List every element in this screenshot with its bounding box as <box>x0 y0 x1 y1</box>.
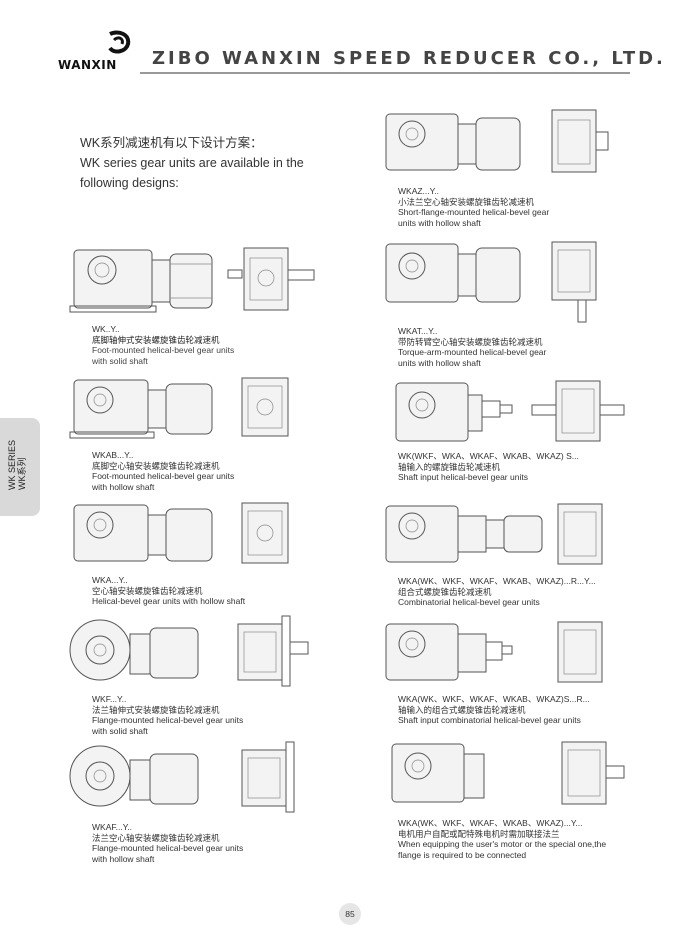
item-desc-en-2: with solid shaft <box>92 725 148 736</box>
intro-en: WK series gear units are available in th… <box>80 156 304 190</box>
item-desc-en-2: flange is required to be connected <box>398 849 527 860</box>
design-item-wk-y: WK..Y.. 底脚轴伸式安装螺旋锥齿轮减速机 Foot-mounted hel… <box>68 240 328 366</box>
item-name-zh: 法兰轴伸式安装螺旋锥齿轮减速机 <box>92 704 220 715</box>
design-item-wk-s: WK(WKF、WKA、WKAF、WKAB、WKAZ) S... 轴输入的螺旋锥齿… <box>382 375 632 483</box>
item-name-zh: 轴输入的组合式螺旋锥齿轮减速机 <box>398 704 526 715</box>
gear-unit-drawing-icon <box>385 621 603 683</box>
item-desc-en: Flange-mounted helical-bevel gear units <box>92 843 244 853</box>
gear-unit-drawing-icon <box>69 615 309 687</box>
item-code: WKA(WK、WKF、WKAF、WKAB、WKAZ)...R...Y... <box>398 576 596 586</box>
gear-unit-drawing-icon <box>69 247 315 313</box>
item-desc-en: Foot-mounted helical-bevel gear units <box>92 345 235 355</box>
item-code: WKA...Y.. <box>92 575 128 585</box>
gear-unit-drawing-icon <box>69 741 295 813</box>
design-item-wkaz-y: WKAZ...Y.. 小法兰空心轴安装螺旋锥齿轮减速机 Short-flange… <box>382 106 622 228</box>
design-item-wkab-y: WKAB...Y.. 底脚空心轴安装螺旋锥齿轮减速机 Foot-mounted … <box>68 372 328 492</box>
gear-unit-drawing-icon <box>395 380 625 442</box>
item-desc-en: When equipping the user's motor or the s… <box>398 839 607 849</box>
item-code: WK..Y.. <box>92 324 120 334</box>
item-desc-en: Foot-mounted helical-bevel gear units <box>92 471 235 481</box>
logo-mark-icon <box>108 30 131 54</box>
item-desc-en: Shaft input combinatorial helical-bevel … <box>398 715 581 725</box>
item-code: WKAF...Y.. <box>92 822 132 832</box>
company-logo: WANXIN <box>58 30 142 80</box>
item-desc-en: Torque-arm-mounted helical-bevel gear <box>398 347 547 357</box>
item-desc-en-2: with hollow shaft <box>92 481 155 492</box>
gear-unit-drawing-icon <box>385 241 597 323</box>
design-item-wka-s-r: WKA(WK、WKF、WKAF、WKAB、WKAZ)S...R... 轴输入的组… <box>382 616 622 726</box>
company-name: ZIBO WANXIN SPEED REDUCER CO., LTD. <box>152 48 666 69</box>
item-desc-en: Shaft input helical-bevel gear units <box>398 472 528 482</box>
item-desc-en: Combinatorial helical-bevel gear units <box>398 597 540 607</box>
design-item-wka-y: WKA...Y.. 空心轴安装螺旋锥齿轮减速机 Helical-bevel ge… <box>68 497 328 607</box>
intro-text: WK系列减速机有以下设计方案： WK series gear units are… <box>80 133 340 193</box>
item-name-zh: 法兰空心轴安装螺旋锥齿轮减速机 <box>92 832 220 843</box>
gear-unit-drawing-icon <box>391 741 625 805</box>
item-code: WKAZ...Y.. <box>398 186 439 196</box>
item-desc-en-2: units with hollow shaft <box>398 217 481 228</box>
design-item-wkf-y: WKF...Y.. 法兰轴伸式安装螺旋锥齿轮减速机 Flange-mounted… <box>68 612 328 736</box>
gear-unit-drawing-icon <box>385 109 609 173</box>
page-header: WANXIN ZIBO WANXIN SPEED REDUCER CO., LT… <box>0 0 700 90</box>
gear-unit-drawing-icon <box>73 502 289 564</box>
item-code: WKA(WK、WKF、WKAF、WKAB、WKAZ)S...R... <box>398 694 590 704</box>
item-name-zh: 空心轴安装螺旋锥齿轮减速机 <box>92 585 203 596</box>
design-item-wka-flange-y: WKA(WK、WKF、WKAF、WKAB、WKAZ)...Y... 电机用户自配… <box>382 738 632 860</box>
series-side-tab <box>0 418 40 516</box>
item-desc-en: Helical-bevel gear units with hollow sha… <box>92 596 246 606</box>
item-name-zh: 电机用户自配或配特殊电机时需加联接法兰 <box>398 828 560 839</box>
intro-zh: WK系列减速机有以下设计方案： <box>80 136 263 150</box>
item-desc-en-2: with solid shaft <box>92 355 148 366</box>
item-name-zh: 带防转臂空心轴安装螺旋锥齿轮减速机 <box>398 336 543 347</box>
design-item-wkaf-y: WKAF...Y.. 法兰空心轴安装螺旋锥齿轮减速机 Flange-mounte… <box>68 738 328 864</box>
gear-unit-drawing-icon <box>69 377 289 439</box>
item-desc-en-2: with hollow shaft <box>92 853 155 864</box>
gear-unit-drawing-icon <box>385 503 603 565</box>
series-side-tab-label: WK SERIES WK系列 <box>7 439 27 490</box>
item-code: WK(WKF、WKA、WKAF、WKAB、WKAZ) S... <box>398 451 579 461</box>
item-desc-en: Short-flange-mounted helical-bevel gear <box>398 207 550 217</box>
item-name-zh: 底脚轴伸式安装螺旋锥齿轮减速机 <box>92 334 220 345</box>
item-name-zh: 小法兰空心轴安装螺旋锥齿轮减速机 <box>398 196 535 207</box>
item-desc-en-2: units with hollow shaft <box>398 357 481 368</box>
page-number: 85 <box>339 903 361 925</box>
item-name-zh: 组合式螺旋锥齿轮减速机 <box>398 586 492 597</box>
item-code: WKAB...Y.. <box>92 450 134 460</box>
item-code: WKF...Y.. <box>92 694 127 704</box>
design-item-wka-r-y: WKA(WK、WKF、WKAF、WKAB、WKAZ)...R...Y... 组合… <box>382 498 622 608</box>
design-item-wkat-y: WKAT...Y.. 带防转臂空心轴安装螺旋锥齿轮减速机 Torque-arm-… <box>382 238 622 368</box>
item-desc-en: Flange-mounted helical-bevel gear units <box>92 715 244 725</box>
item-code: WKAT...Y.. <box>398 326 438 336</box>
item-name-zh: 底脚空心轴安装螺旋锥齿轮减速机 <box>92 460 220 471</box>
header-rule <box>140 72 630 74</box>
logo-text: WANXIN <box>58 58 117 72</box>
item-code: WKA(WK、WKF、WKAF、WKAB、WKAZ)...Y... <box>398 818 583 828</box>
item-name-zh: 轴输入的螺旋锥齿轮减速机 <box>398 461 501 472</box>
